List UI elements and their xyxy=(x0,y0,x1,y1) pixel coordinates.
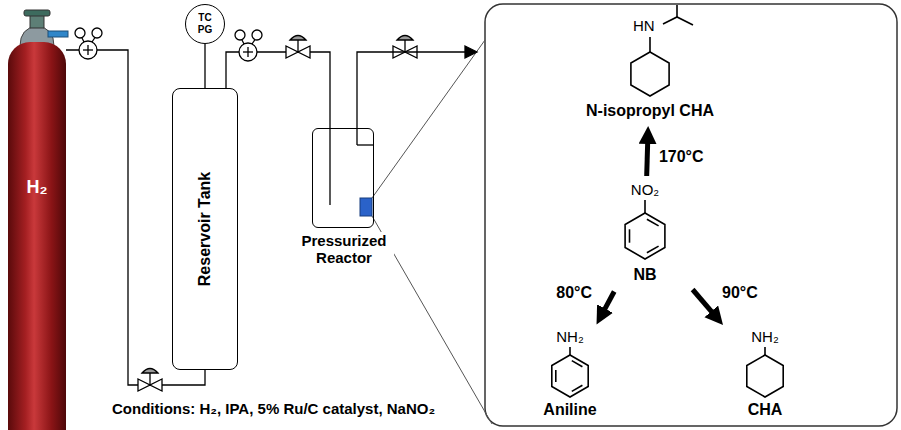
node-text: Reservoir Tank xyxy=(196,172,214,286)
pressure-regulator xyxy=(235,30,262,61)
node-text: Aniline xyxy=(543,401,596,419)
pressure-regulator xyxy=(75,28,102,59)
valve xyxy=(286,36,310,59)
outlet-line xyxy=(330,46,477,205)
zoom-panel xyxy=(485,4,897,426)
node-text: CHA xyxy=(748,401,783,419)
node-text: Pressurized Reactor xyxy=(294,232,394,267)
reservoir-tank: Reservoir Tank xyxy=(172,88,238,370)
molecule-structure: NO₂ NB xyxy=(600,180,690,288)
gas-line xyxy=(226,52,330,128)
temperature-label: 80°C xyxy=(553,284,595,302)
node-text: NH₂ xyxy=(751,328,779,345)
gas-cylinder: H₂ xyxy=(8,42,66,430)
molecule-structure: NH₂ CHA xyxy=(715,328,815,420)
molecule-structure: NH₂ Aniline xyxy=(520,328,620,420)
valve xyxy=(393,36,417,59)
node-text: NB xyxy=(633,266,656,284)
temperature-label: 170°C xyxy=(656,148,707,166)
temperature-label: 90°C xyxy=(719,284,761,302)
conditions-note: Conditions: H₂, IPA, 5% Ru/C catalyst, N… xyxy=(110,400,437,417)
gas-line xyxy=(204,44,205,88)
cylinder-valve xyxy=(20,10,68,46)
molecule-structure: HN N-isopropyl CHA xyxy=(575,4,725,122)
node-text: TC PG xyxy=(186,12,224,36)
node-text: NO₂ xyxy=(631,181,659,198)
node-text: HN xyxy=(633,17,655,34)
node-text: NH₂ xyxy=(556,328,584,345)
node-text: N-isopropyl CHA xyxy=(586,102,714,120)
node-text: H₂ xyxy=(8,177,66,198)
valve xyxy=(138,369,162,392)
catalyst-sample xyxy=(360,198,372,216)
pressurized-reactor: Pressurized Reactor xyxy=(312,128,374,228)
gauge-circle: TC PG xyxy=(185,4,225,44)
reaction-arrow xyxy=(693,290,716,316)
reaction-arrow xyxy=(602,292,614,314)
reaction-arrow xyxy=(647,138,648,176)
